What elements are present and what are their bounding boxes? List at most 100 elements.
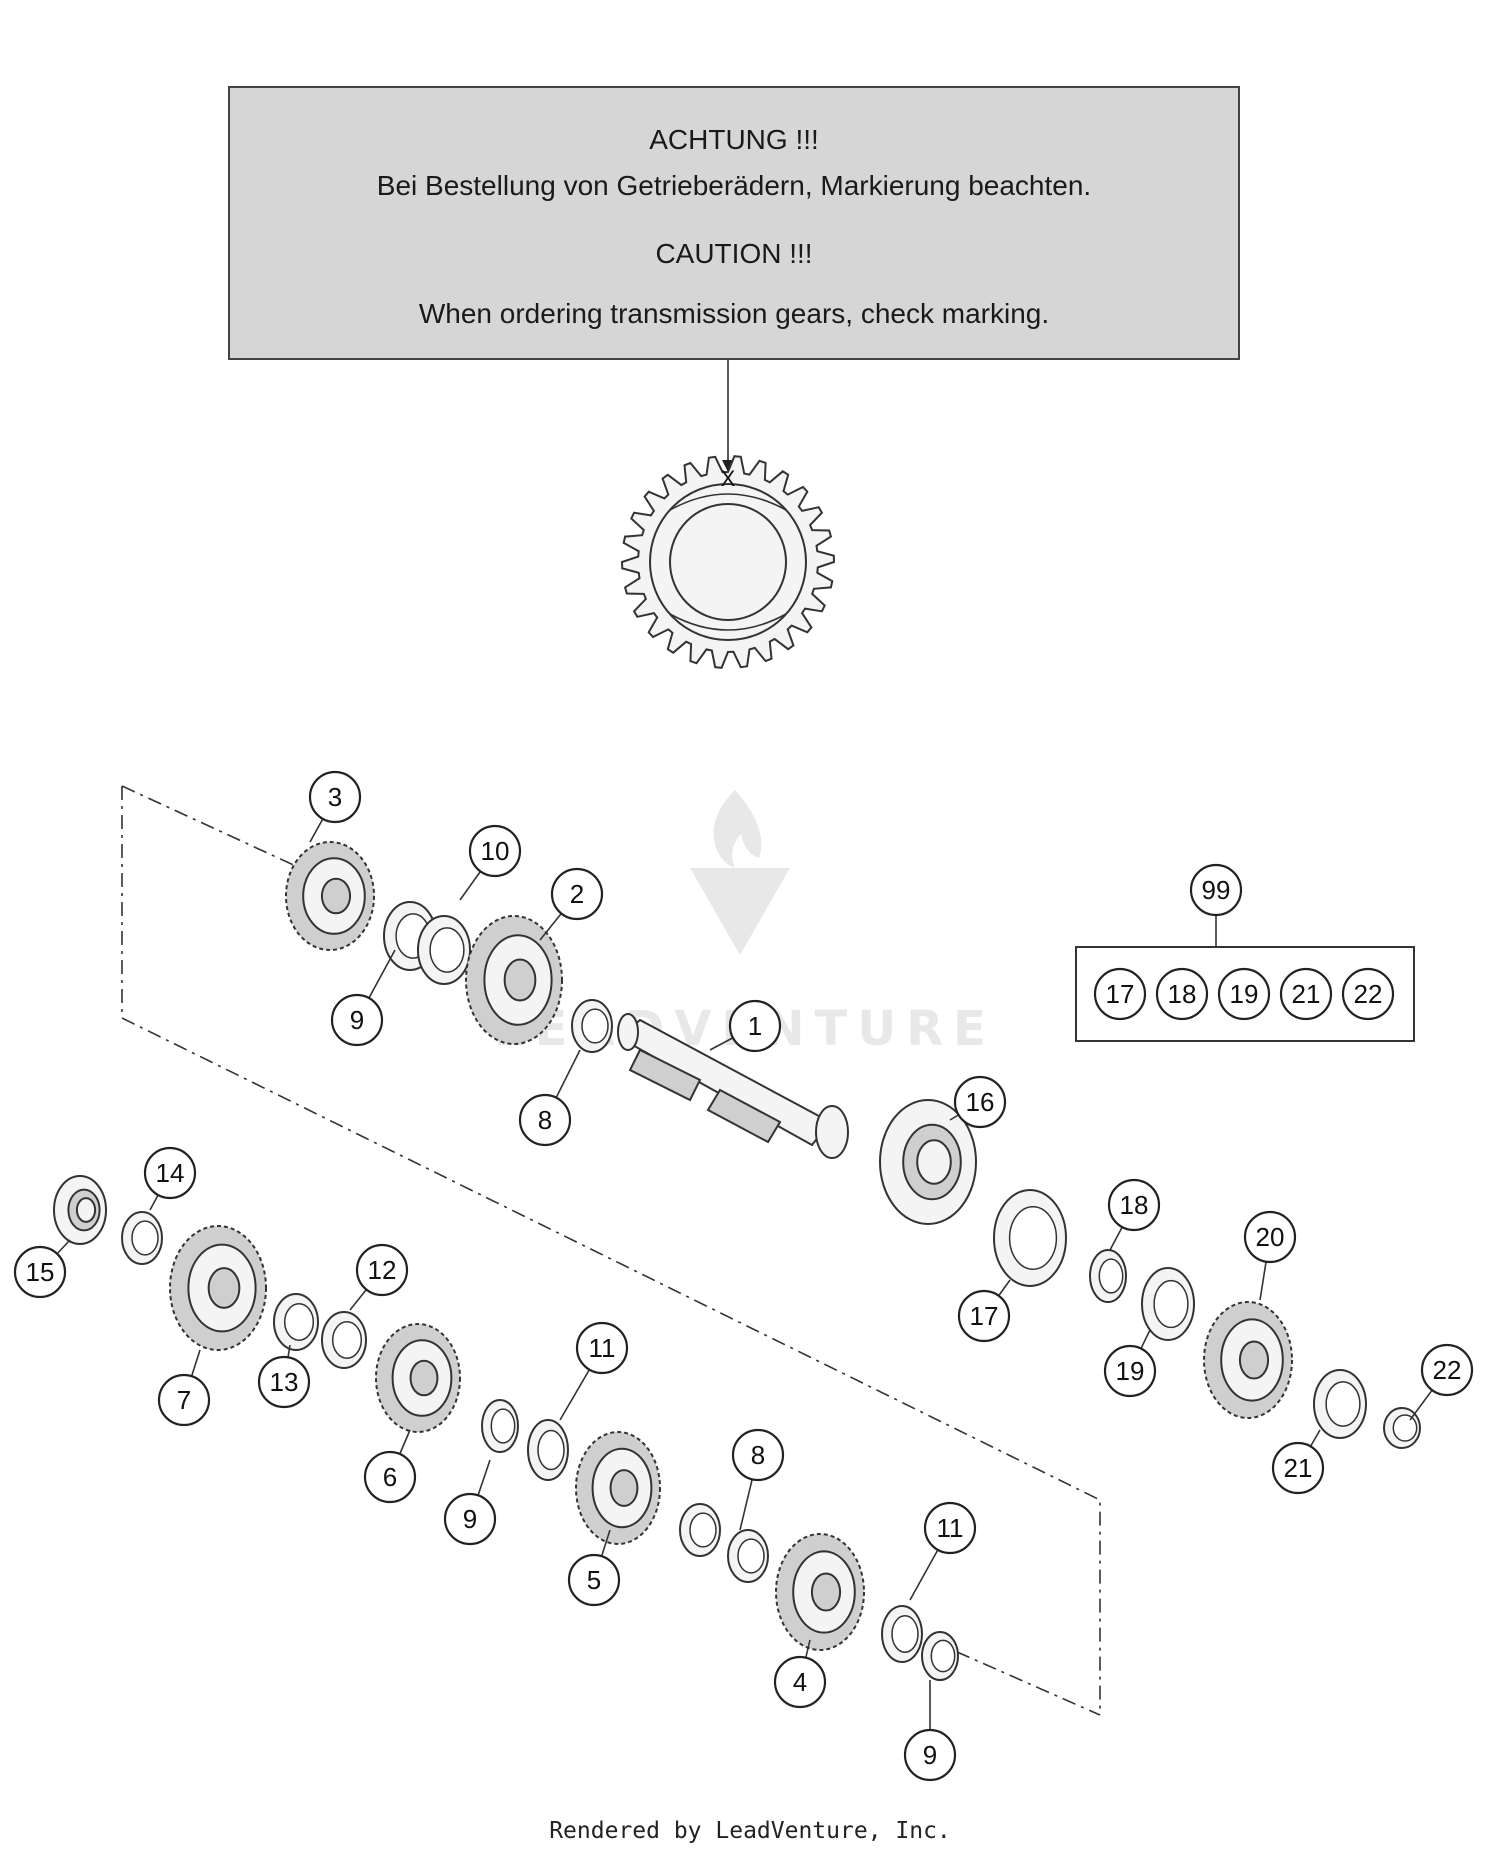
washer-hole bbox=[689, 1512, 717, 1548]
callout-14: 14 bbox=[143, 1146, 197, 1211]
bearing-bore bbox=[75, 1197, 97, 1223]
callout-number: 9 bbox=[350, 1005, 364, 1035]
gear-hub bbox=[503, 958, 537, 1002]
callout-18: 18 bbox=[1107, 1178, 1161, 1251]
notice-heading-de: ACHTUNG !!! bbox=[649, 124, 819, 155]
gear-hub bbox=[409, 1359, 439, 1397]
kit-part-bubble bbox=[1217, 967, 1271, 1021]
callout-13: 13 bbox=[257, 1344, 311, 1409]
callout-10: 10 bbox=[459, 824, 522, 901]
callout-number: 14 bbox=[156, 1158, 185, 1188]
callout-bubble bbox=[903, 1728, 957, 1782]
callout-number: 1 bbox=[748, 1011, 762, 1041]
washer-hole bbox=[490, 1408, 516, 1444]
callout-number: 9 bbox=[463, 1504, 477, 1534]
kit-part-21: 21 bbox=[1279, 967, 1333, 1021]
marked-gear-illustration bbox=[620, 455, 836, 669]
callout-bubble bbox=[1420, 1343, 1474, 1397]
callout-number: 15 bbox=[26, 1257, 55, 1287]
assembly-boundary-right bbox=[121, 786, 1101, 1715]
callout-16: 16 bbox=[949, 1075, 1007, 1129]
kit-part-bubble bbox=[1341, 967, 1395, 1021]
callout-number: 7 bbox=[177, 1385, 191, 1415]
callout-number: 16 bbox=[966, 1087, 995, 1117]
callout-number: 9 bbox=[923, 1740, 937, 1770]
callout-11: 11 bbox=[909, 1501, 977, 1601]
callout-bubble bbox=[257, 1355, 311, 1409]
callout-number: 3 bbox=[328, 782, 342, 812]
kit-part-number: 21 bbox=[1292, 979, 1321, 1009]
kit-part-bubble bbox=[1093, 967, 1147, 1021]
notice-text-en: When ordering transmission gears, check … bbox=[418, 298, 1050, 329]
callout-number: 11 bbox=[937, 1513, 964, 1543]
callout-number: 5 bbox=[587, 1565, 601, 1595]
bearing-bore bbox=[916, 1139, 952, 1185]
kit-part-number: 19 bbox=[1230, 979, 1259, 1009]
callout-bubble bbox=[157, 1373, 211, 1427]
callout-bubble bbox=[923, 1501, 977, 1555]
kit-part-number: 18 bbox=[1168, 979, 1197, 1009]
callout-21: 21 bbox=[1271, 1429, 1325, 1495]
callout-number: 18 bbox=[1120, 1190, 1149, 1220]
washer-hole bbox=[737, 1538, 765, 1574]
callout-bubble bbox=[957, 1289, 1011, 1343]
callout-bubble bbox=[1103, 1344, 1157, 1398]
washer-hole bbox=[537, 1429, 565, 1471]
callout-bubble bbox=[1271, 1441, 1325, 1495]
callout-bubble bbox=[443, 1492, 497, 1546]
callout-17: 17 bbox=[957, 1279, 1011, 1343]
washer-hole bbox=[331, 1321, 363, 1359]
callout-number: 22 bbox=[1433, 1355, 1462, 1385]
washer-hole bbox=[429, 927, 465, 973]
callout-bubble bbox=[953, 1075, 1007, 1129]
kit-part-17: 17 bbox=[1093, 967, 1147, 1021]
callout-bubble bbox=[363, 1450, 417, 1504]
callout-9: 9 bbox=[903, 1680, 957, 1782]
kit-part-19: 19 bbox=[1217, 967, 1271, 1021]
main-shaft bbox=[617, 1013, 849, 1159]
washer-hole bbox=[930, 1639, 956, 1673]
callout-bubble bbox=[550, 867, 604, 921]
callout-number: 6 bbox=[383, 1462, 397, 1492]
callout-number: 2 bbox=[570, 879, 584, 909]
callout-15: 15 bbox=[13, 1239, 71, 1299]
callout-bubble bbox=[567, 1553, 621, 1607]
callout-bubble bbox=[468, 824, 522, 878]
callout-22: 22 bbox=[1409, 1343, 1474, 1421]
callout-4: 4 bbox=[773, 1639, 827, 1709]
callout-number: 10 bbox=[481, 836, 510, 866]
kit-part-number: 17 bbox=[1106, 979, 1135, 1009]
gear-hub bbox=[609, 1469, 639, 1507]
callout-number: 8 bbox=[538, 1105, 552, 1135]
kit-part-bubble bbox=[1279, 967, 1333, 1021]
callout-20: 20 bbox=[1243, 1210, 1297, 1301]
callout-bubble bbox=[308, 770, 362, 824]
callout-number: 12 bbox=[368, 1255, 397, 1285]
parts-layer bbox=[53, 841, 1421, 1681]
washer-hole bbox=[283, 1303, 315, 1341]
footer-credit: Rendered by LeadVenture, Inc. bbox=[549, 1818, 951, 1844]
callout-9: 9 bbox=[443, 1459, 497, 1546]
callout-number: 4 bbox=[793, 1667, 807, 1697]
callout-number: 17 bbox=[970, 1301, 999, 1331]
washer-hole bbox=[581, 1008, 609, 1044]
washer-hole bbox=[1098, 1258, 1124, 1294]
washer-hole bbox=[1153, 1279, 1189, 1329]
callout-number: 11 bbox=[589, 1333, 616, 1363]
callout-bubble bbox=[728, 999, 782, 1053]
callout-3: 3 bbox=[308, 770, 362, 843]
notice-text-de: Bei Bestellung von Getrieberädern, Marki… bbox=[376, 170, 1092, 201]
gear-slot-top bbox=[669, 493, 787, 511]
callout-5: 5 bbox=[567, 1529, 621, 1607]
callout-19: 19 bbox=[1103, 1329, 1157, 1398]
kit-bubble bbox=[1189, 863, 1243, 917]
kit-part-18: 18 bbox=[1155, 967, 1209, 1021]
callout-8: 8 bbox=[731, 1428, 785, 1531]
callout-bubble bbox=[1107, 1178, 1161, 1232]
washer-hole bbox=[1008, 1206, 1058, 1270]
washer-hole bbox=[1325, 1381, 1361, 1427]
callout-bubble bbox=[330, 993, 384, 1047]
callout-7: 7 bbox=[157, 1349, 211, 1427]
